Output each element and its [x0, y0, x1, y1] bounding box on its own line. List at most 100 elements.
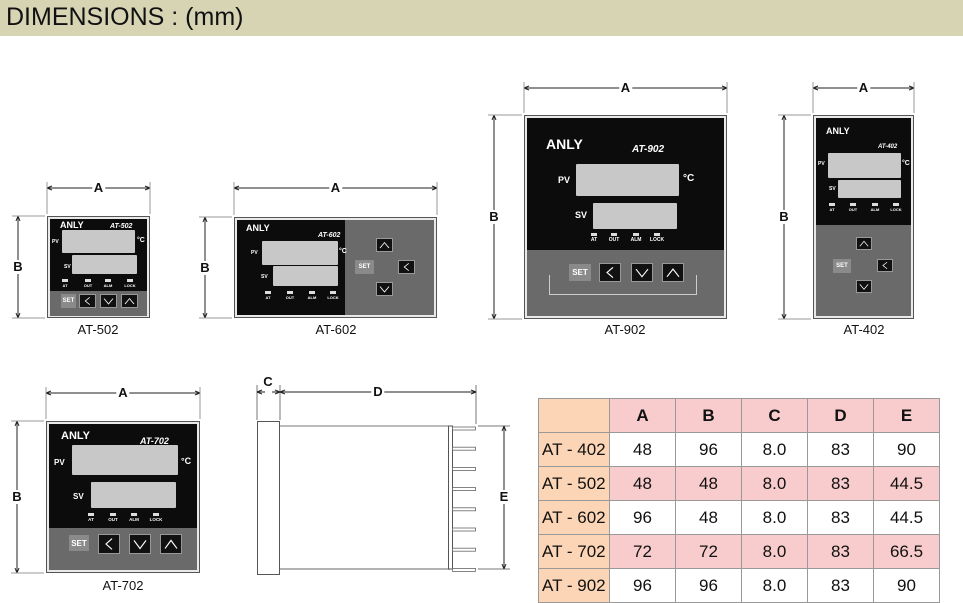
dimension-line	[491, 114, 495, 121]
row-model: AT - 902	[538, 568, 610, 603]
column-header: C	[741, 398, 808, 433]
table-cell: 48	[609, 466, 676, 501]
up-button[interactable]	[160, 534, 182, 554]
terminal-pin	[452, 507, 476, 512]
table-cell: 96	[675, 568, 742, 603]
dimension-label-c: C	[261, 374, 275, 389]
chevron-down-icon	[133, 540, 147, 550]
down-button[interactable]	[129, 534, 151, 554]
table-cell: 48	[675, 500, 742, 535]
column-header: E	[873, 398, 940, 433]
device-caption: AT-902	[604, 322, 646, 337]
dimension-line	[470, 391, 477, 395]
unit-label: °C	[339, 248, 347, 255]
terminal-block	[448, 425, 453, 570]
table-cell: 83	[807, 466, 874, 501]
dimension-line	[16, 567, 20, 574]
set-button[interactable]: SET	[355, 260, 374, 274]
left-button[interactable]	[79, 294, 96, 308]
dimension-line	[17, 312, 21, 319]
up-button[interactable]	[856, 237, 872, 250]
led-label: AT	[88, 517, 94, 522]
dimension-line	[503, 425, 507, 432]
left-button[interactable]	[98, 534, 120, 554]
up-button[interactable]	[662, 263, 684, 282]
dimension-line	[15, 215, 19, 222]
down-button[interactable]	[631, 263, 653, 282]
dimension-line	[523, 87, 530, 91]
device-caption: AT-502	[77, 322, 119, 337]
led-label: OUT	[285, 295, 295, 300]
dimension-line	[908, 85, 915, 89]
table-cell: 72	[675, 534, 742, 569]
unit-label: °C	[137, 237, 145, 244]
down-button[interactable]	[376, 282, 393, 296]
set-button[interactable]: SET	[69, 535, 89, 551]
dimension-line	[503, 563, 507, 570]
pv-display	[576, 164, 679, 196]
down-button[interactable]	[100, 294, 117, 308]
chevron-down-icon	[379, 286, 390, 293]
dimension-line	[14, 567, 18, 574]
table-cell: 8.0	[741, 500, 808, 535]
dimension-line	[194, 390, 201, 394]
led-indicator-out	[110, 513, 116, 516]
sv-label: SV	[64, 264, 71, 270]
pv-display	[72, 445, 178, 475]
row-model: AT - 702	[538, 534, 610, 569]
down-button[interactable]	[856, 280, 872, 293]
chevron-up-icon	[859, 240, 869, 247]
chevron-up-icon	[124, 297, 135, 305]
chevron-left-icon	[606, 267, 614, 278]
terminal-pin	[452, 527, 476, 532]
table-cell: 48	[675, 466, 742, 501]
led-label: AT	[265, 295, 271, 300]
dimension-label-b: B	[198, 259, 212, 275]
led-label: OUT	[83, 283, 93, 288]
chevron-left-icon	[84, 297, 91, 305]
table-cell: 96	[609, 568, 676, 603]
dimension-line	[46, 185, 53, 189]
brand-logo: ANLY	[546, 136, 583, 152]
dimension-line	[204, 216, 208, 223]
dimension-label-b: B	[777, 209, 791, 224]
led-indicator-lock	[654, 233, 660, 236]
led-label: LOCK	[327, 295, 339, 300]
terminal-pin	[452, 426, 476, 431]
dimension-label-a: A	[328, 180, 343, 195]
front-bezel	[257, 421, 280, 575]
terminal-pin	[452, 568, 476, 572]
table-header-row: A B C D E	[538, 398, 940, 433]
left-button[interactable]	[877, 259, 893, 272]
sv-display	[91, 482, 176, 508]
set-button[interactable]: SET	[61, 294, 76, 308]
left-button[interactable]	[599, 263, 621, 282]
sv-display	[72, 255, 137, 274]
sv-label: SV	[73, 492, 84, 501]
up-button[interactable]	[121, 294, 138, 308]
sv-display	[838, 180, 901, 198]
dimension-label-a: A	[618, 80, 633, 95]
set-button[interactable]: SET	[833, 259, 851, 273]
unit-label: °C	[683, 173, 695, 184]
dimension-line	[781, 114, 785, 121]
row-model: AT - 602	[538, 500, 610, 535]
led-indicator-at	[829, 203, 835, 206]
pv-label: PV	[818, 161, 825, 167]
pv-display	[62, 230, 135, 253]
model-label: AT-502	[110, 223, 133, 230]
up-button[interactable]	[376, 238, 393, 252]
dimension-line	[781, 313, 785, 320]
dimension-line	[233, 185, 240, 189]
set-button[interactable]: SET	[569, 264, 591, 281]
side-view	[257, 421, 476, 575]
dimension-line	[812, 85, 819, 89]
pv-label: PV	[52, 239, 59, 245]
led-indicator-at	[62, 279, 68, 282]
left-button[interactable]	[398, 260, 415, 274]
dimension-line	[45, 390, 52, 394]
table-cell: 83	[807, 568, 874, 603]
dimension-line	[16, 420, 20, 427]
sv-display	[593, 203, 677, 229]
